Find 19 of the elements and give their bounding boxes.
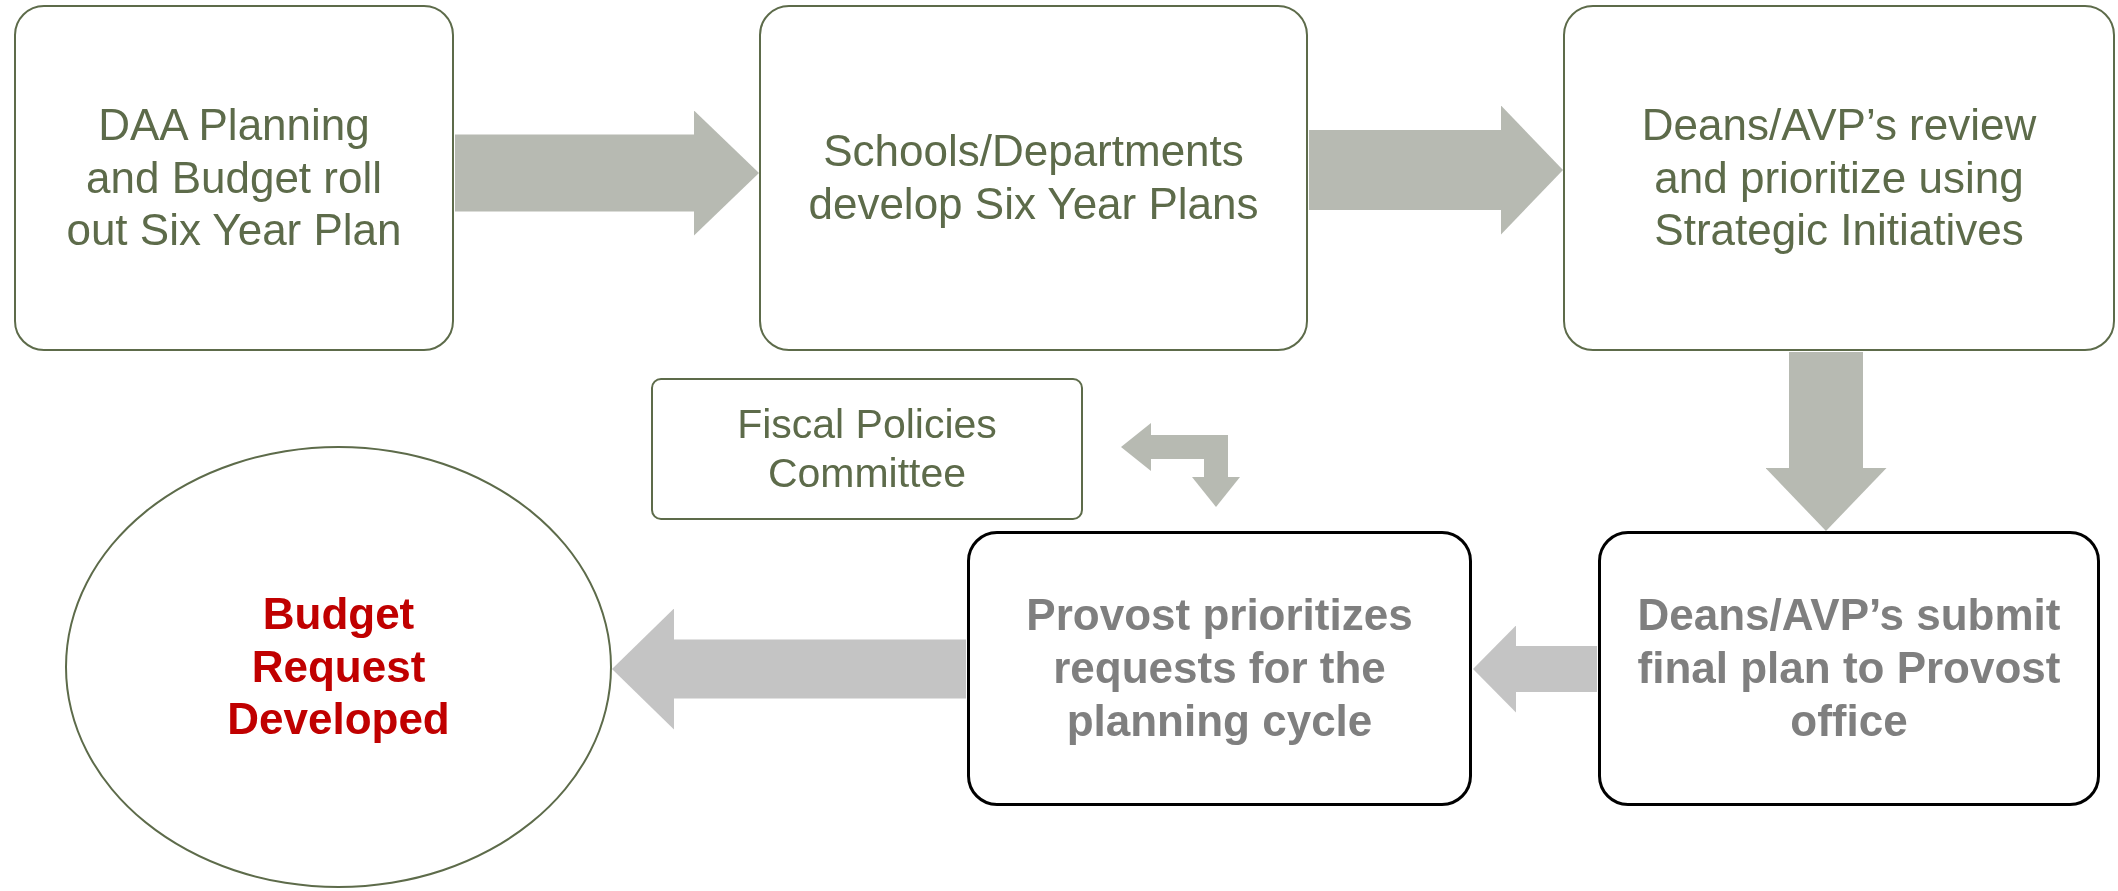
block-arrow — [455, 110, 759, 236]
step-text: DAA Planning and Budget roll out Six Year Plan — [65, 98, 403, 257]
block-arrow — [1121, 423, 1240, 507]
block-arrow — [612, 608, 966, 730]
process-box — [14, 5, 454, 351]
block-arrow — [1765, 352, 1887, 531]
step-text: Budget Request Developed — [226, 587, 451, 746]
committee-box — [651, 378, 1083, 520]
step-text: Deans/AVP’s review and prioritize using Strategic Initiatives — [1640, 98, 2038, 257]
process-box — [1598, 531, 2100, 806]
step-text: Fiscal Policies Committee — [736, 399, 998, 498]
step-text: Provost prioritizes requests for the planning cycle — [1025, 589, 1414, 747]
block-arrow — [1473, 625, 1597, 713]
step-text: Schools/Departments develop Six Year Plans — [807, 125, 1260, 230]
process-box — [759, 5, 1308, 351]
step-text: Deans/AVP’s submit final plan to Provost office — [1636, 589, 2062, 747]
process-box — [1563, 5, 2115, 351]
process-box — [967, 531, 1472, 806]
block-arrow — [1309, 105, 1563, 235]
